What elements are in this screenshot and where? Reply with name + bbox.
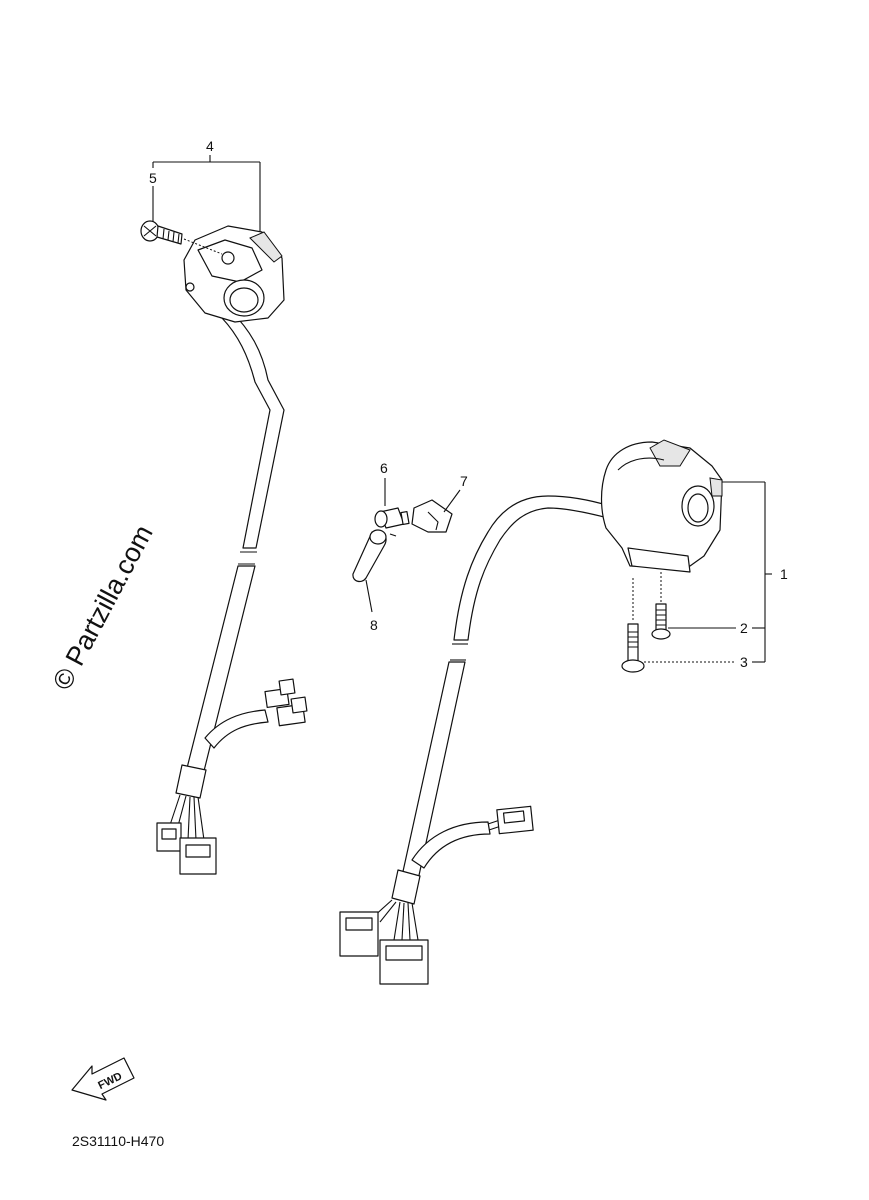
callout-1: 1 (780, 566, 788, 582)
callout-2: 2 (740, 620, 748, 636)
screw-2[interactable] (651, 572, 671, 640)
left-connector-small (156, 822, 182, 852)
callout-8: 8 (370, 617, 378, 633)
callout-6: 6 (380, 460, 388, 476)
left-small-connector-a (264, 678, 296, 709)
bulb-6[interactable] (374, 507, 410, 529)
callout-leaders-right (644, 481, 772, 663)
left-small-connector-b (276, 696, 308, 727)
callout-3: 3 (740, 654, 748, 670)
clip-7[interactable] (411, 499, 453, 533)
right-connector-small (339, 911, 379, 957)
left-handlebar-switch[interactable] (140, 220, 308, 875)
left-connector-large (179, 837, 217, 875)
right-connector-large (379, 939, 429, 985)
diagram-code: 2S31110-H470 (72, 1133, 164, 1149)
right-small-connector (496, 805, 534, 835)
callout-leaders-left (152, 155, 261, 232)
callout-leaders-mid (365, 478, 461, 613)
socket-8[interactable] (352, 529, 397, 583)
watermark: © Partzilla.com (47, 520, 159, 695)
callout-5: 5 (149, 170, 157, 186)
callout-7: 7 (460, 473, 468, 489)
screw-5[interactable] (140, 220, 223, 255)
right-handlebar-switch[interactable] (339, 439, 723, 985)
fwd-arrow-icon: FWD (71, 1057, 135, 1101)
callout-4: 4 (206, 138, 214, 154)
screw-3[interactable] (621, 578, 645, 673)
